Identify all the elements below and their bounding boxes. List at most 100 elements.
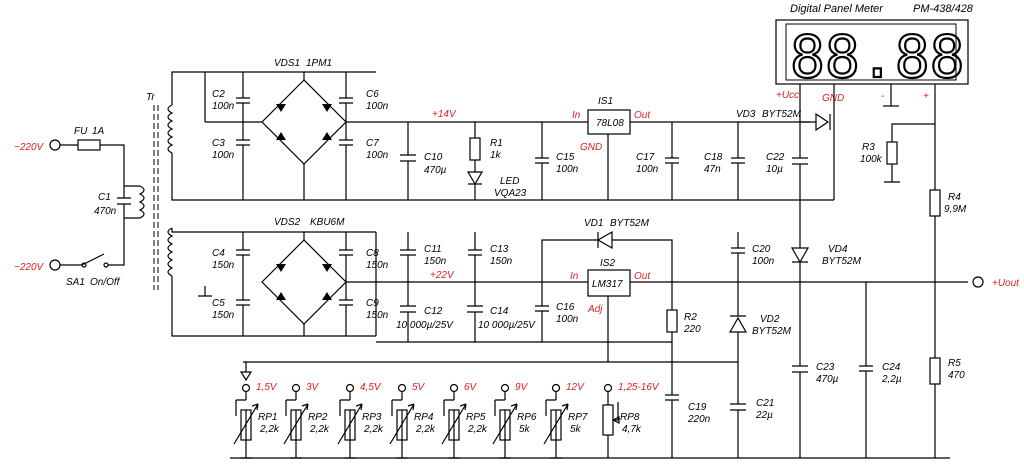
r1-value: 1k [490,150,502,161]
c9-value: 150n [366,310,389,321]
c8-label: C8 [366,248,379,259]
c8-value: 150n [366,260,389,271]
pot-voltage-label: 6V [464,382,478,393]
pot-designator: RP5 [466,412,486,423]
is1-gnd: GND [580,142,602,153]
led-value: VQA23 [494,188,527,199]
sa1-value: On/Off [90,277,121,288]
tr-label: Tr [146,92,155,103]
pot-value: 5k [519,424,531,435]
c20-value: 100n [752,256,775,267]
c15-value: 100n [556,164,579,175]
pot-voltage-label: 1,5V [256,382,278,393]
c3-label: C3 [212,138,225,149]
is1-in: In [572,110,581,121]
c14-value: 10 000µ/25V [478,320,536,331]
ic-is2 [587,269,631,297]
r5-value: 470 [948,370,965,381]
r4-value: 9,9M [944,204,967,215]
vds2-value: KBU6M [310,217,345,228]
output-terminal [972,276,984,288]
vd1-label: VD1 [584,218,603,229]
resistor-body [396,409,408,441]
c5-value: 150n [212,310,235,321]
vds1-label: VDS1 [274,58,300,69]
c17-value: 100n [636,164,659,175]
meter-title: Digital Panel Meter [790,3,884,15]
c18-value: 47n [704,164,721,175]
meter-reading: 88.88 [790,23,965,91]
pot-designator: RP2 [308,412,328,423]
digital-panel-meter: Digital Panel Meter PM-438/428 88.88 +Uc… [775,3,974,124]
bridge-vds2: VDS2 KBU6M C4 150n C5 150n C8 150n C9 15… [198,217,408,336]
mains-terminal-bottom [49,259,61,271]
c18-label: C18 [704,152,723,163]
c22-value: 10µ [766,164,783,175]
label-uout: +Uout [992,278,1020,289]
vd4-label: VD4 [828,244,848,255]
pot-voltage-label: 12V [566,382,585,393]
c21-value: 22µ [755,410,773,421]
c1-label: C1 [98,192,111,203]
c16-label: C16 [556,302,575,313]
fu-label: FU [74,126,88,137]
c7-label: C7 [366,138,379,149]
c24-label: C24 [882,362,901,373]
r3-value: 100k [860,154,883,165]
r3-label: R3 [862,142,875,153]
c17-label: C17 [636,152,655,163]
c23-value: 470µ [816,374,839,385]
c19-value: 220n [687,414,711,425]
c3-value: 100n [212,150,235,161]
bridge-vds1: VDS1 1PM1 C2 100n C3 100n C6 100n C7 100… [204,58,408,200]
resistor-body [344,409,356,441]
pot-designator: RP4 [414,412,434,423]
pot-value: 2,2k [415,424,436,435]
r2-label: R2 [684,312,697,323]
c11-value: 150n [424,256,447,267]
c6-label: C6 [366,89,379,100]
label-plus22: +22V [430,270,455,281]
vds1-value: 1PM1 [306,58,332,69]
c24-value: 2,2µ [881,374,902,385]
is2-in: In [570,271,579,282]
c5-label: C5 [212,298,225,309]
pot-voltage-label: 9V [515,382,529,393]
c2-label: C2 [212,89,225,100]
c2-value: 100n [212,101,235,112]
pot-value: 2,2k [259,424,280,435]
c12-label: C12 [424,306,443,317]
vds2-label: VDS2 [274,217,301,228]
is1-out: Out [634,110,651,121]
vd2-label: VD2 [760,314,780,325]
mains-input: ~220V ~220V FU 1A SA1 On/Off C1 470n [14,126,140,288]
is2-out: Out [634,271,651,282]
pot-voltage-label: 4,5V [360,382,382,393]
tap-terminal [397,383,407,393]
tap-terminal [500,383,510,393]
label-plus14: +14V [432,109,457,120]
fu-value: 1A [92,126,105,137]
r4-label: R4 [948,192,961,203]
c22-label: C22 [766,152,785,163]
c12-value: 10 000µ/25V [396,320,454,331]
c13-label: C13 [490,244,509,255]
is1-part: 78L08 [596,118,624,129]
pot-designator: RP8 [620,412,640,423]
pot-value: 2,2k [467,424,488,435]
sa1-label: SA1 [66,277,85,288]
r1-label: R1 [490,138,503,149]
c6-value: 100n [366,101,389,112]
rail-14v: +14V C10 470µ R1 1k LED VQA23 C15 100n 7… [400,96,835,201]
rail-22v: C11 150n +22V C12 10 000µ/25V C13 150n C… [239,123,1020,458]
meter-plus-label: + [923,91,929,102]
pot-voltage-label: 5V [412,382,426,393]
